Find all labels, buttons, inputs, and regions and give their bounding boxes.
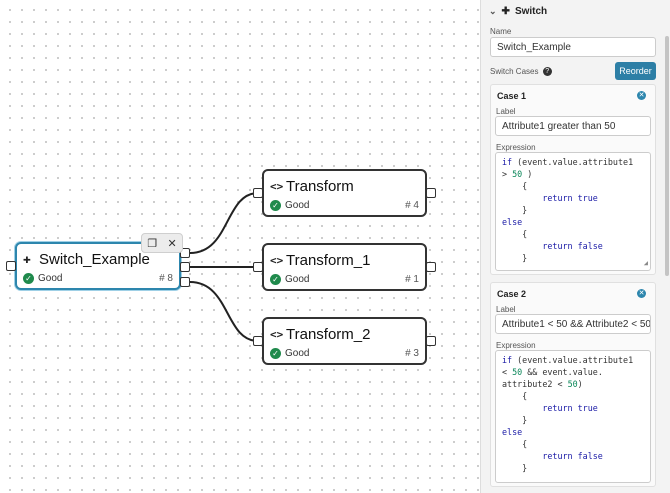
- switch-input-port[interactable]: [6, 261, 16, 271]
- check-circle-icon: ✓: [270, 274, 281, 285]
- properties-panel: ⌄ ✚ Switch Name Switch_Example Switch Ca…: [480, 0, 670, 493]
- name-field[interactable]: Switch_Example: [490, 37, 656, 57]
- case-label-field[interactable]: Attribute1 < 50 && Attribute2 < 50: [495, 314, 651, 334]
- check-circle-icon: ✓: [23, 273, 34, 284]
- code-line: attribute2 < 50): [502, 379, 583, 389]
- copy-icon[interactable]: ❐: [147, 237, 158, 250]
- transform-node[interactable]: <> Transform ✓ Good # 4: [262, 169, 427, 217]
- switch-icon: ✚: [23, 252, 31, 267]
- case-title: Case 1: [497, 91, 527, 101]
- code-line: return false: [542, 451, 603, 461]
- check-circle-icon: ✓: [270, 200, 281, 211]
- case-title: Case 2: [497, 289, 527, 299]
- node-id: # 1: [405, 274, 419, 285]
- switch-cases-label: Switch Cases: [490, 67, 539, 76]
- code-line: }: [502, 415, 528, 425]
- case-label-label: Label: [496, 107, 516, 116]
- reorder-button[interactable]: Reorder: [615, 62, 656, 80]
- name-label: Name: [490, 27, 512, 36]
- code-line: return false: [542, 241, 603, 251]
- close-circle-icon[interactable]: ✕: [637, 91, 646, 100]
- wire-to-transform: [189, 192, 259, 254]
- wire-to-transform-2: [189, 281, 259, 342]
- expression-editor[interactable]: if (event.value.attribute1 > 50 ) { retu…: [495, 152, 651, 271]
- node-status-text: Good: [285, 348, 310, 359]
- switch-output-port-3[interactable]: [180, 277, 190, 287]
- code-line: > 50 ): [502, 169, 533, 179]
- switch-cases-header: Switch Cases ?: [490, 67, 552, 77]
- code-line: {: [502, 391, 528, 401]
- node-status: ✓ Good: [270, 200, 309, 211]
- help-icon[interactable]: ?: [542, 67, 552, 77]
- code-icon: <>: [270, 328, 284, 341]
- flow-canvas[interactable]: ✚ Switch_Example ✓ Good # 8 ❐ ✕ <> Trans…: [0, 0, 480, 493]
- panel-title: Switch: [514, 6, 548, 17]
- node-toolbar: ❐ ✕: [141, 233, 183, 253]
- switch-icon: ✚: [501, 6, 510, 17]
- check-circle-icon: ✓: [270, 348, 281, 359]
- transform-2-output-port[interactable]: [426, 336, 436, 346]
- node-id: # 3: [405, 348, 419, 359]
- node-status: ✓ Good: [270, 274, 309, 285]
- transform-1-output-port[interactable]: [426, 262, 436, 272]
- code-line: if (event.value.attribute1: [502, 355, 634, 365]
- connection-wires: [189, 192, 259, 342]
- node-status: ✓ Good: [270, 348, 309, 359]
- code-line: }: [502, 205, 528, 215]
- code-line: < 50 && event.value.: [502, 367, 603, 377]
- node-title: Transform_1: [286, 252, 371, 269]
- node-title: Transform: [286, 178, 354, 195]
- scrollbar[interactable]: [665, 36, 669, 276]
- code-line: {: [502, 439, 528, 449]
- node-id: # 4: [405, 200, 419, 211]
- expression-editor[interactable]: if (event.value.attribute1 < 50 && event…: [495, 350, 651, 483]
- resize-handle-icon[interactable]: ◢: [643, 259, 648, 267]
- panel-header[interactable]: ⌄ ✚ Switch: [489, 6, 547, 17]
- chevron-down-icon[interactable]: ⌄: [489, 6, 497, 16]
- transform-2-node[interactable]: <> Transform_2 ✓ Good # 3: [262, 317, 427, 365]
- close-circle-icon[interactable]: ✕: [637, 289, 646, 298]
- node-status-text: Good: [285, 200, 310, 211]
- code-line: }: [502, 463, 528, 473]
- transform-1-input-port[interactable]: [253, 262, 263, 272]
- case-card-1: Case 1 ✕ Label Attribute1 greater than 5…: [490, 84, 656, 275]
- expression-label: Expression: [496, 341, 536, 350]
- node-status: ✓ Good: [23, 273, 62, 284]
- close-icon[interactable]: ✕: [167, 237, 177, 250]
- code-line: {: [502, 181, 528, 191]
- transform-2-input-port[interactable]: [253, 336, 263, 346]
- code-line: return true: [542, 193, 598, 203]
- case-label-label: Label: [496, 305, 516, 314]
- node-status-text: Good: [38, 273, 63, 284]
- expression-label: Expression: [496, 143, 536, 152]
- code-line: return true: [542, 403, 598, 413]
- transform-1-node[interactable]: <> Transform_1 ✓ Good # 1: [262, 243, 427, 291]
- transform-output-port[interactable]: [426, 188, 436, 198]
- switch-output-port-1[interactable]: [180, 248, 190, 258]
- code-icon: <>: [270, 254, 284, 267]
- transform-input-port[interactable]: [253, 188, 263, 198]
- case-card-2: Case 2 ✕ Label Attribute1 < 50 && Attrib…: [490, 282, 656, 487]
- code-line: else: [502, 217, 523, 227]
- switch-output-port-2[interactable]: [180, 262, 190, 272]
- node-title: Transform_2: [286, 326, 371, 343]
- code-icon: <>: [270, 180, 284, 193]
- node-status-text: Good: [285, 274, 310, 285]
- node-title: Switch_Example: [39, 251, 150, 268]
- code-line: {: [502, 229, 528, 239]
- code-line: if (event.value.attribute1: [502, 157, 634, 167]
- code-line: else: [502, 427, 523, 437]
- case-label-field[interactable]: Attribute1 greater than 50: [495, 116, 651, 136]
- node-id: # 8: [159, 273, 173, 284]
- code-line: }: [502, 253, 528, 263]
